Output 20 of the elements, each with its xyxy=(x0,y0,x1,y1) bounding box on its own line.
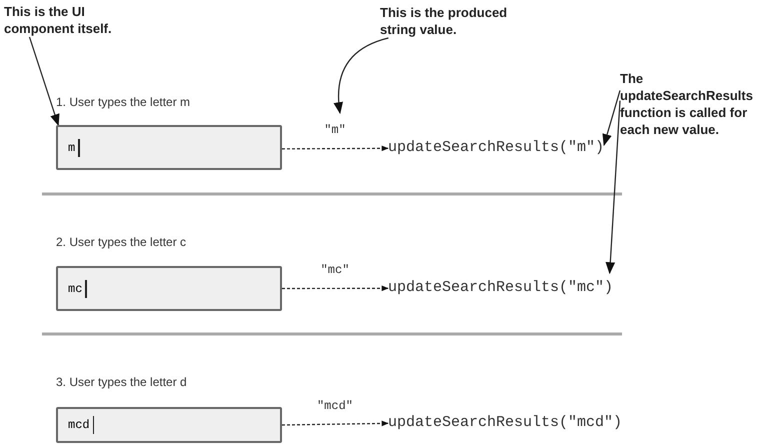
step-heading: 3. User types the letter d xyxy=(56,375,187,389)
function-call-text: updateSearchResults("m") xyxy=(388,139,604,156)
function-call-text: updateSearchResults("mcd") xyxy=(388,414,622,431)
step-heading: 2. User types the letter c xyxy=(56,235,186,249)
text-input-field: mcd xyxy=(56,407,282,443)
text-input-field: mc xyxy=(56,266,282,311)
dashed-arrow xyxy=(282,286,389,292)
callout-text: This is the produced string value. xyxy=(380,4,520,38)
edge-label: "mc" xyxy=(320,262,350,276)
leader-arrow xyxy=(606,100,621,274)
dashed-arrow xyxy=(282,420,389,426)
leader-arrow xyxy=(602,90,621,146)
leader-arrow xyxy=(28,36,60,126)
function-call-text: updateSearchResults("mc") xyxy=(388,279,614,296)
step-heading: 1. User types the letter m xyxy=(56,95,190,109)
callout-text: The updateSearchResults function is called for each new value. xyxy=(620,70,766,138)
callout-text: This is the UI component itself. xyxy=(4,3,154,37)
text-input-field: m xyxy=(56,125,282,170)
dashed-arrow xyxy=(282,146,389,152)
leader-arrow xyxy=(334,37,389,114)
